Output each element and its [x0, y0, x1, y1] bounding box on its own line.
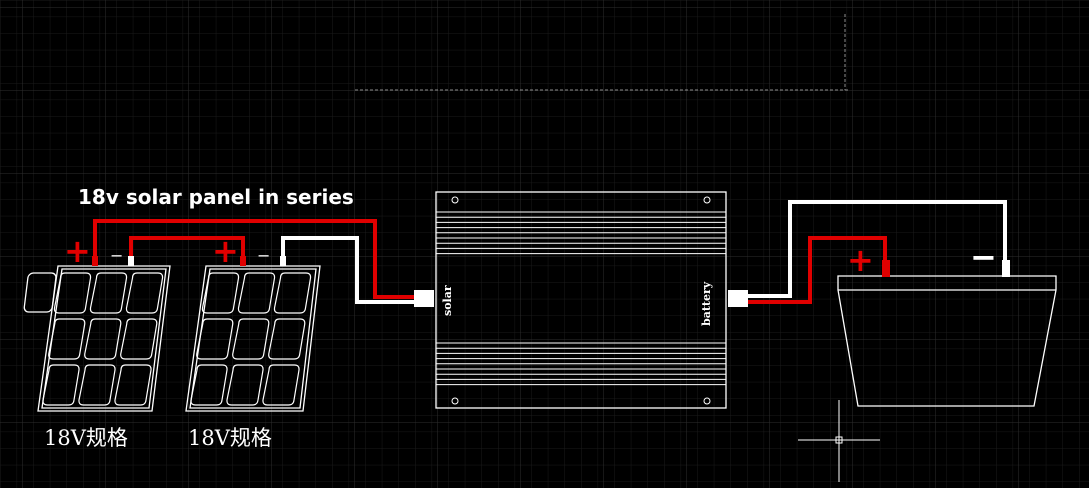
charge-controller: [435, 191, 727, 409]
wire-negative-panel2-to-controller: [281, 236, 418, 304]
panel-1-label: 18V规格: [44, 426, 128, 450]
controller-solar-label: solar: [441, 285, 454, 316]
controller-battery-connector: [728, 290, 748, 307]
panel-2-plus-sign: +: [212, 232, 239, 270]
controller-fins-top: [436, 211, 726, 255]
panel-cell: [262, 364, 300, 406]
controller-screw-br: [703, 397, 711, 405]
battery-plus-sign: +: [847, 241, 874, 279]
battery-positive-terminal: [882, 260, 890, 277]
panel-cell: [237, 272, 276, 314]
panel-cell: [48, 318, 86, 360]
panel-cell: [84, 318, 122, 360]
panel-1-minus-sign: −: [110, 246, 123, 265]
panel-1-negative-terminal: [128, 256, 134, 266]
controller-battery-label: battery: [700, 281, 713, 326]
panel-cell: [232, 318, 270, 360]
panel-cell: [268, 318, 306, 360]
controller-screw-bl: [451, 397, 459, 405]
panel-cell: [53, 272, 92, 314]
panel-cell: [125, 272, 164, 314]
cad-crosshair-cursor: [798, 400, 880, 482]
controller-solar-connector: [414, 290, 434, 307]
diagram-title: 18v solar panel in series: [78, 185, 354, 209]
wire-series-panel1-to-panel2: [129, 236, 245, 262]
panel-cell: [78, 364, 116, 406]
wire-positive-panel1-to-controller: [93, 219, 418, 299]
panel-cell: [190, 364, 228, 406]
cad-artifact: [355, 14, 850, 91]
panel-2-label: 18V规格: [188, 426, 272, 450]
panel-2-negative-terminal: [280, 256, 286, 266]
controller-screw-tl: [451, 196, 459, 204]
panel-cell: [114, 364, 152, 406]
panel-cell: [226, 364, 264, 406]
battery-minus-sign: −: [970, 238, 997, 276]
battery-negative-terminal: [1002, 260, 1010, 277]
panel-cell: [89, 272, 128, 314]
panel-1-positive-terminal: [92, 256, 98, 266]
controller-fins-bottom: [436, 342, 726, 386]
panel-2-positive-terminal: [240, 256, 246, 266]
wire-negative-controller-to-battery: [748, 200, 1007, 298]
battery: [837, 275, 1057, 407]
panel-cell: [120, 318, 158, 360]
panel-cell: [42, 364, 80, 406]
panel-1-cells: [42, 272, 164, 406]
panel-cell: [196, 318, 234, 360]
panel-2-cells: [190, 272, 312, 406]
wire-positive-controller-to-battery: [748, 236, 887, 304]
panel-cell: [201, 272, 240, 314]
panel-2-minus-sign: −: [257, 246, 270, 265]
panel-1-plus-sign: +: [64, 232, 91, 270]
panel-cell: [273, 272, 312, 314]
controller-screw-tr: [703, 196, 711, 204]
